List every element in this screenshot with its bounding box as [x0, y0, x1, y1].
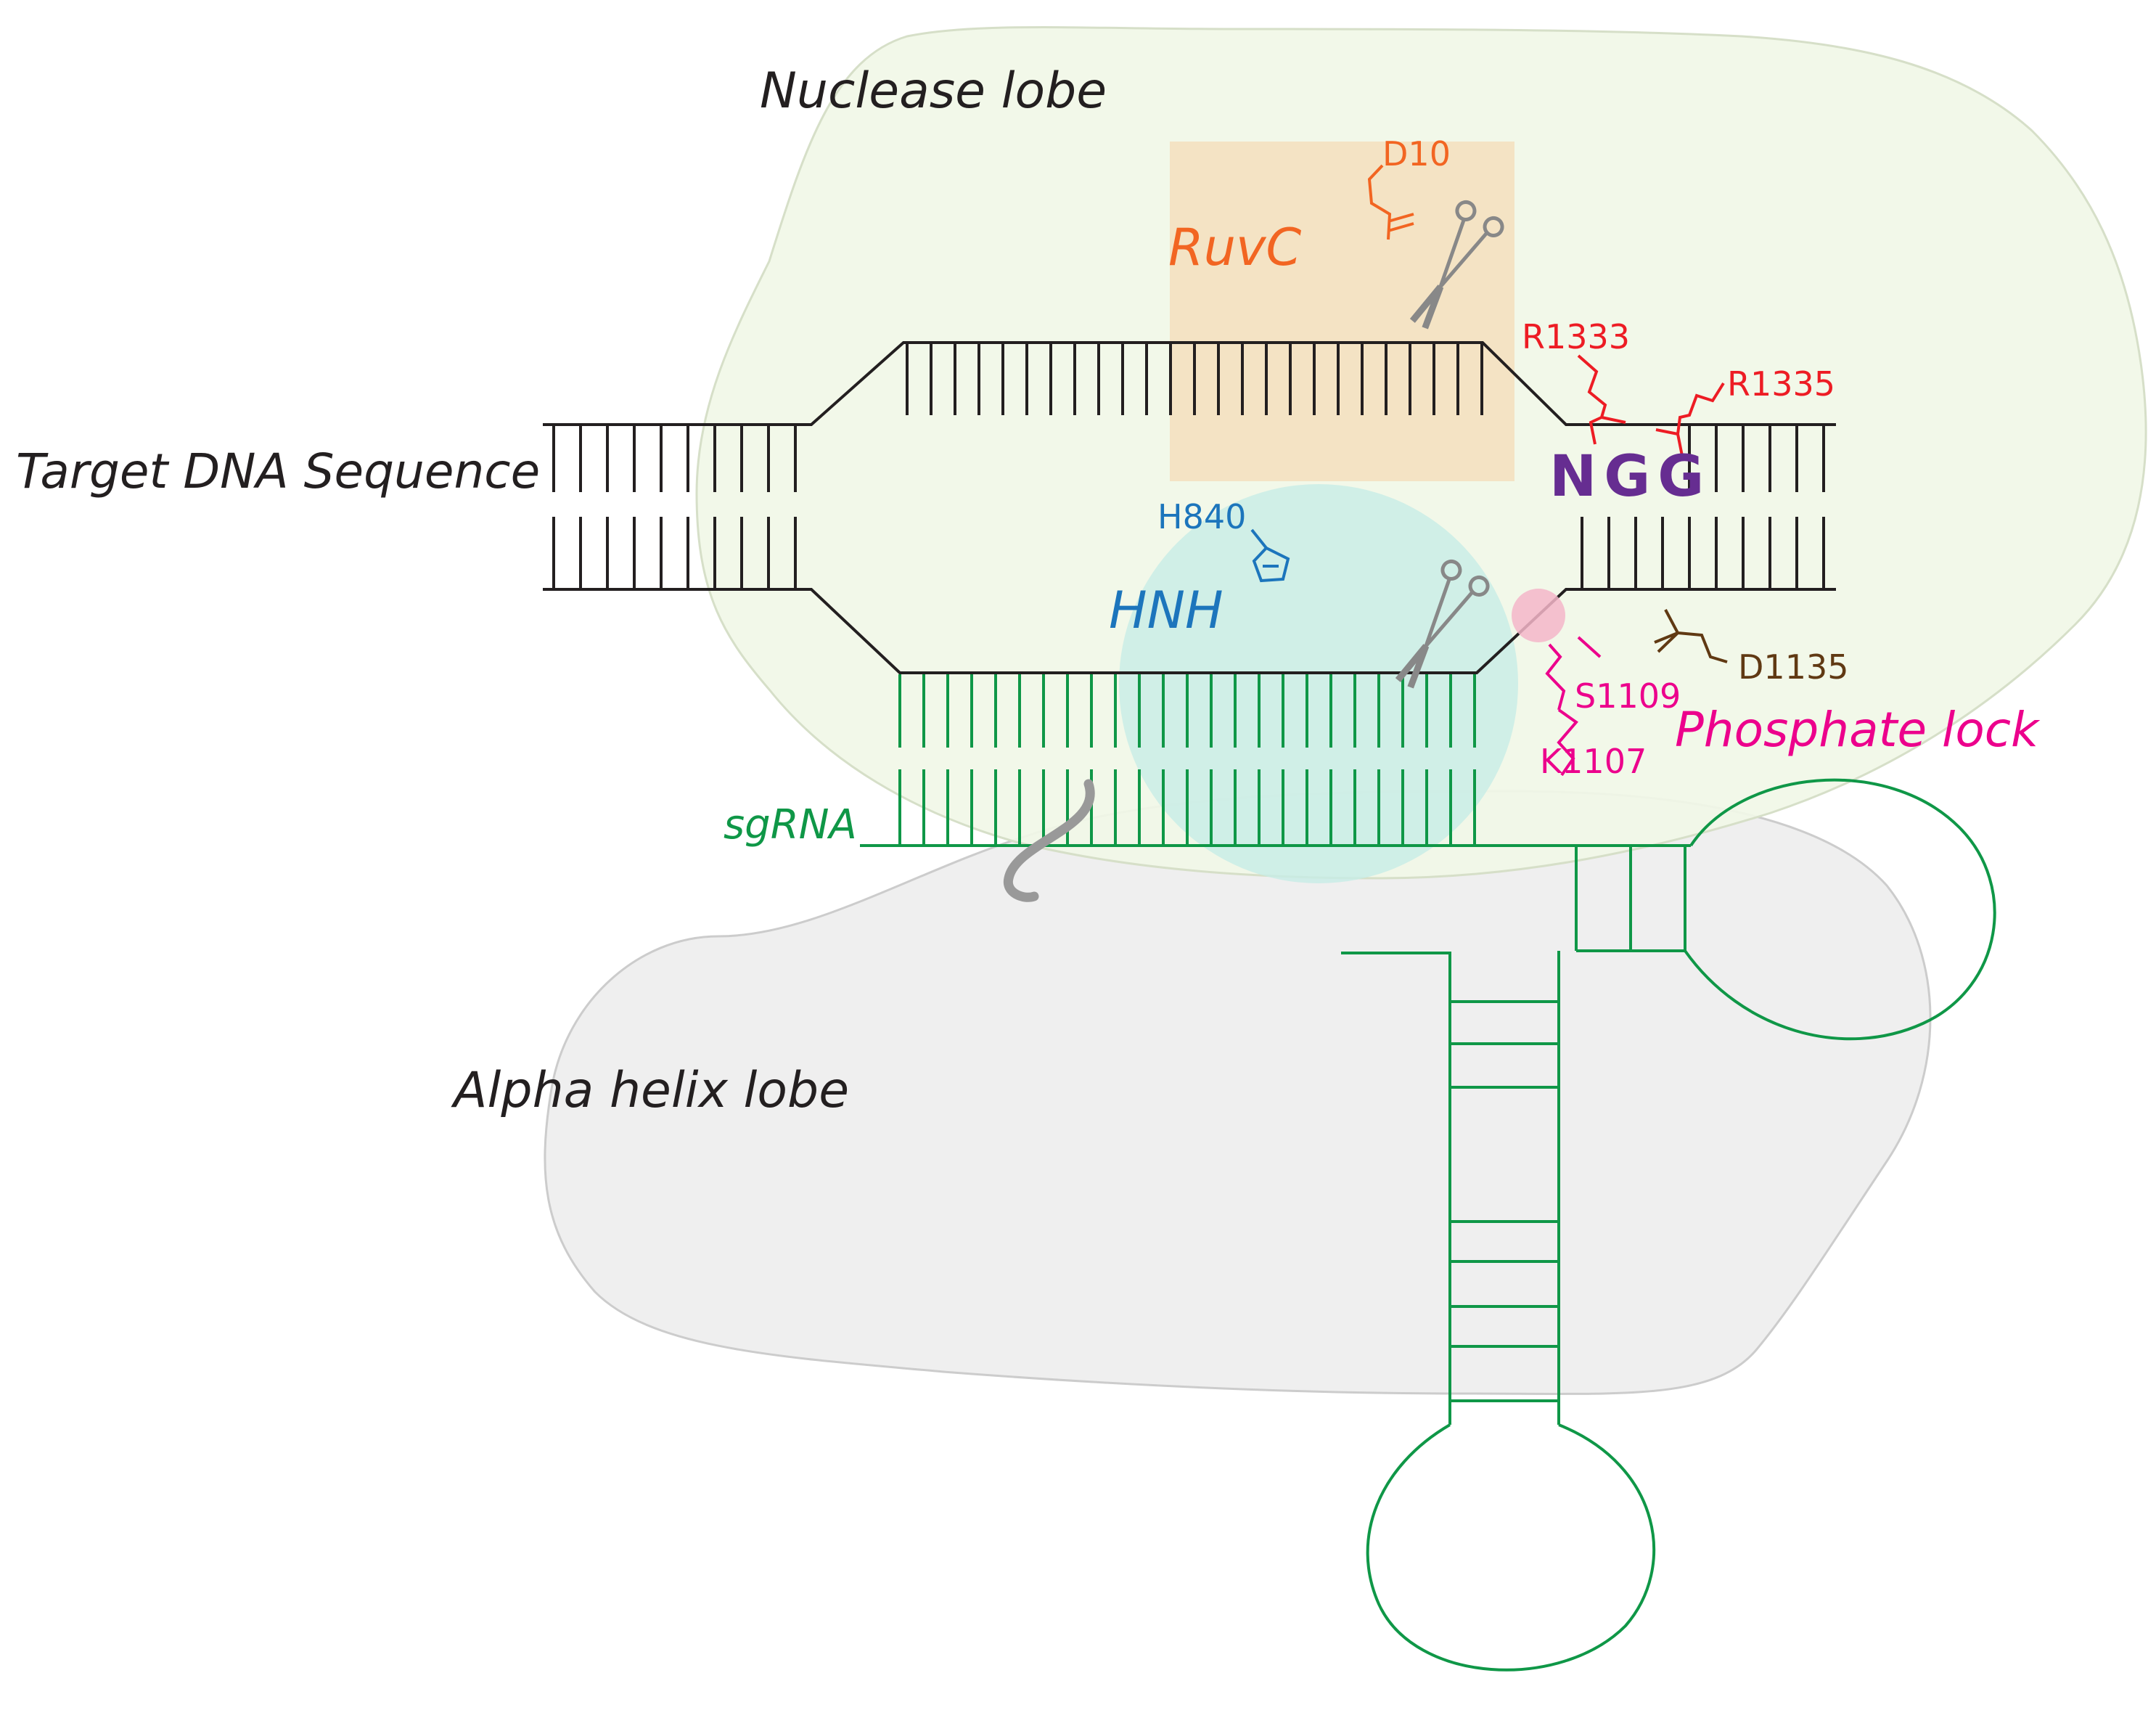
pam-sequence-label: NGG [1549, 444, 1711, 510]
dna-top-strand [543, 341, 1836, 426]
d10-residue-structure [1367, 164, 1414, 240]
hnh-label: HNH [1109, 581, 1223, 640]
h840-residue-structure [1250, 528, 1290, 583]
h840-label: H840 [1157, 497, 1246, 536]
ruvc-domain-box [1170, 142, 1514, 481]
sgrna-right-loop [1684, 778, 1996, 1041]
nuclease-lobe-label: Nuclease lobe [760, 62, 1107, 120]
r1333-label: R1333 [1522, 317, 1630, 356]
r1335-residue-structure [1655, 382, 1725, 457]
d10-label: D10 [1382, 134, 1451, 173]
d1135-label: D1135 [1738, 647, 1849, 687]
sgrna-bottom-loop [1366, 1423, 1656, 1672]
linker-squiggle [1003, 779, 1095, 902]
sgrna-label: sgRNA [724, 801, 857, 848]
phosphate-lock-label: Phosphate lock [1675, 702, 2041, 758]
s1109-residue-structure [1545, 636, 1602, 711]
r1335-label: R1335 [1727, 364, 1835, 404]
dna-bottom-strand [543, 588, 1836, 674]
k1107-label: K1107 [1540, 742, 1647, 781]
phosphate-lock-dot [1512, 589, 1565, 642]
s1109-label: S1109 [1575, 676, 1681, 716]
scissors-icon [1409, 200, 1504, 330]
d1135-residue-structure [1654, 609, 1728, 663]
ruvc-label: RuvC [1168, 218, 1301, 277]
k1107-residue-structure [1557, 708, 1578, 777]
scissors-icon [1395, 559, 1490, 689]
r1333-residue-structure [1577, 354, 1626, 445]
hnh-domain-circle [1119, 484, 1518, 883]
target-dna-label: Target DNA Sequence [16, 443, 540, 499]
sgrna-bottom-left-strand [1341, 952, 1451, 1425]
sgrna-structure [860, 674, 1996, 1672]
target-dna [543, 341, 1836, 674]
alpha-helix-lobe-label: Alpha helix lobe [451, 1062, 849, 1119]
